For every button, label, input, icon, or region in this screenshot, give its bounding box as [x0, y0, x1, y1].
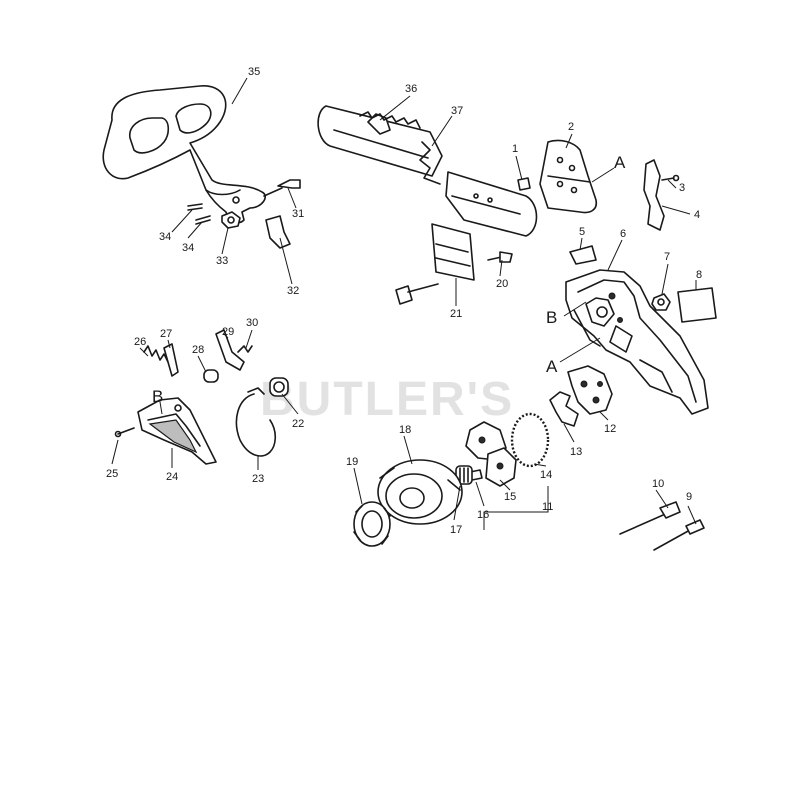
ref-a-top: A: [614, 153, 626, 172]
callout-7: 7: [664, 251, 670, 263]
tools: [619, 501, 705, 551]
leader-lines: [111, 77, 697, 530]
callout-labels: 35 36 37 1 2 3 4 5 6 7 8 9 10 11 12 13 1…: [106, 66, 702, 536]
callout-25: 25: [106, 468, 118, 480]
callout-15: 15: [504, 491, 516, 503]
callout-37: 37: [451, 105, 463, 117]
callout-27: 27: [160, 328, 172, 340]
callout-13: 13: [570, 446, 582, 458]
callout-31: 31: [292, 208, 304, 220]
callout-32: 32: [287, 285, 299, 297]
callout-9: 9: [686, 491, 692, 503]
brake-small-parts: [114, 329, 289, 438]
bar-plate: [395, 223, 513, 305]
callout-35: 35: [248, 66, 260, 78]
brake-housing: [137, 397, 217, 465]
side-plate: [517, 139, 598, 214]
callout-3: 3: [679, 182, 685, 194]
callout-30: 30: [246, 317, 258, 329]
callout-18: 18: [399, 424, 411, 436]
callout-8: 8: [696, 269, 702, 281]
ref-b-left: B: [152, 387, 163, 406]
callout-17: 17: [450, 524, 462, 536]
callout-34: 34: [159, 231, 171, 243]
sprocket-rim: [353, 501, 391, 547]
callout-36: 36: [405, 83, 417, 95]
callout-28: 28: [192, 344, 204, 356]
handle-hardware: [187, 179, 301, 249]
clutch-plates: [549, 365, 613, 427]
callout-23: 23: [252, 473, 264, 485]
callout-34-second: 34: [182, 242, 194, 254]
callout-29: 29: [222, 326, 234, 338]
callout-14: 14: [540, 469, 552, 481]
needle-bearing: [455, 465, 473, 485]
clutch-spring: [510, 412, 550, 468]
callout-21: 21: [450, 308, 462, 320]
watermark: BUTLER'S: [260, 373, 514, 426]
ref-b-right: B: [546, 308, 557, 327]
cover-hardware: [569, 245, 717, 323]
callout-26: 26: [134, 336, 146, 348]
callout-24: 24: [166, 471, 178, 483]
reference-letters: A A B B: [152, 153, 626, 406]
clutch-drum: [377, 459, 463, 525]
clutch-cover: [565, 269, 709, 415]
brake-band: [235, 387, 277, 457]
callout-6: 6: [620, 228, 626, 240]
ref-a-middle: A: [546, 357, 558, 376]
callout-10: 10: [652, 478, 664, 490]
callout-2: 2: [568, 121, 574, 133]
callout-20: 20: [496, 278, 508, 290]
clutch-shoes: [465, 421, 517, 487]
callout-19: 19: [346, 456, 358, 468]
chain-catcher: [643, 159, 680, 231]
saw-chain: [359, 111, 441, 185]
callout-11: 11: [542, 501, 553, 513]
callout-22: 22: [292, 418, 304, 430]
callout-16: 16: [477, 509, 489, 521]
callout-4: 4: [694, 209, 700, 221]
callout-5: 5: [579, 226, 585, 238]
callout-1: 1: [512, 143, 518, 155]
callout-12: 12: [604, 423, 616, 435]
front-handle: [102, 85, 266, 224]
callout-33: 33: [216, 255, 228, 267]
